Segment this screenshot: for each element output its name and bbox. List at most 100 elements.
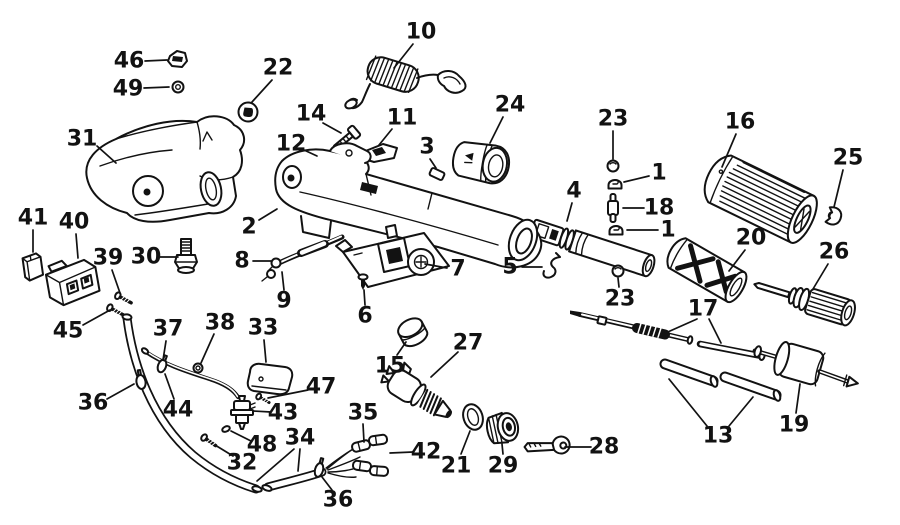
callout-23-10: 23 — [598, 107, 629, 132]
part-bezel-nut — [486, 411, 520, 445]
part-screw-valve — [200, 433, 218, 448]
leader-line-32 — [214, 444, 234, 457]
callout-40-25: 40 — [59, 210, 90, 235]
part-screw-pad — [255, 392, 271, 404]
part-friction-adjuster — [753, 281, 856, 327]
callout-32-50: 32 — [227, 451, 258, 476]
callout-14-5: 14 — [296, 102, 327, 127]
callout-41-24: 41 — [18, 206, 49, 231]
leader-line-26 — [812, 263, 829, 290]
callout-37-44: 37 — [153, 317, 184, 342]
leader-line-43 — [252, 410, 272, 413]
part-grommet — [237, 101, 259, 123]
part-link-rod-front — [570, 310, 694, 345]
part-throttle-shaft — [510, 218, 656, 278]
part-retainer-bottom — [608, 225, 624, 236]
part-pin — [428, 167, 446, 181]
part-choke-cable — [140, 347, 240, 399]
leader-line-13 — [668, 378, 708, 427]
leader-line-49 — [143, 86, 170, 89]
callout-17-21: 17 — [688, 297, 719, 322]
callout-4-16: 4 — [566, 179, 581, 204]
part-steering-arm — [274, 142, 543, 269]
callout-29-38: 29 — [488, 454, 519, 479]
part-tube-rear — [719, 371, 782, 402]
callout-9-31: 9 — [276, 289, 291, 314]
callout-30-28: 30 — [131, 245, 162, 270]
part-tube-front — [659, 358, 719, 388]
callout-7-32: 7 — [450, 257, 465, 282]
callout-11-7: 11 — [387, 106, 418, 131]
callout-49-1: 49 — [113, 77, 144, 102]
part-primer-valve — [230, 395, 256, 430]
leader-line-15 — [396, 341, 407, 356]
callout-18-12: 18 — [644, 196, 675, 221]
leader-line-23 — [617, 277, 620, 288]
leader-line-46 — [144, 59, 168, 62]
leader-line-45 — [82, 309, 111, 326]
part-screw-bracket — [357, 273, 369, 290]
callout-44-46: 44 — [163, 398, 194, 423]
callout-22-2: 22 — [263, 56, 294, 81]
leader-line-44 — [164, 373, 175, 400]
part-throttle-sleeve — [666, 237, 748, 304]
callout-8-30: 8 — [234, 249, 249, 274]
leader-line-48 — [230, 430, 252, 442]
leader-line-42 — [389, 451, 414, 454]
part-cable-grommet — [192, 362, 204, 374]
part-o-ring — [462, 403, 484, 431]
part-key — [523, 435, 571, 455]
leader-line-10 — [393, 43, 414, 69]
callout-1-11: 1 — [651, 161, 666, 186]
callout-46-0: 46 — [114, 49, 145, 74]
leader-line-14 — [322, 122, 342, 134]
callout-25-15: 25 — [833, 146, 864, 171]
leader-line-11 — [378, 128, 393, 146]
part-wiring-harness — [261, 433, 390, 492]
leader-line-27 — [430, 351, 459, 378]
callout-12-6: 12 — [276, 132, 307, 157]
callout-35-41: 35 — [348, 401, 379, 426]
leader-line-25 — [833, 169, 844, 208]
callout-47-48: 47 — [306, 375, 337, 400]
part-detent-ball-top — [606, 159, 620, 173]
leader-line-19 — [795, 383, 801, 414]
callout-33-34: 33 — [248, 316, 279, 341]
callout-2-29: 2 — [241, 215, 256, 240]
leader-line-2 — [258, 208, 278, 221]
part-wire-clip — [542, 252, 561, 279]
leader-line-3 — [429, 158, 437, 169]
callout-45-27: 45 — [53, 319, 84, 344]
callout-16-14: 16 — [725, 110, 756, 135]
leader-line-34 — [297, 448, 301, 472]
leader-line-40 — [75, 233, 79, 259]
callout-28-39: 28 — [589, 435, 620, 460]
leader-line-38 — [200, 333, 215, 364]
callout-20-19: 20 — [736, 226, 767, 251]
leader-line-6 — [363, 289, 366, 306]
callout-10-4: 10 — [406, 20, 437, 45]
leader-line-12 — [303, 149, 318, 157]
leader-line-36 — [321, 476, 333, 491]
leader-line-33 — [263, 339, 267, 363]
leader-line-22 — [251, 79, 273, 103]
part-safety-spring — [344, 55, 467, 110]
leader-line-34 — [256, 448, 295, 482]
part-fuel-hose — [121, 313, 263, 494]
callout-19-23: 19 — [779, 413, 810, 438]
callout-36-51: 36 — [323, 488, 354, 513]
callout-6-33: 6 — [357, 304, 372, 329]
leader-line-17 — [708, 318, 722, 344]
callout-15-35: 15 — [375, 354, 406, 379]
callout-34-42: 34 — [285, 426, 316, 451]
part-screw-small-upper — [114, 291, 133, 305]
part-washer-small — [171, 80, 185, 94]
part-cap-knob — [397, 317, 429, 348]
callout-13-22: 13 — [703, 424, 734, 449]
leader-line-1 — [623, 175, 650, 183]
part-connector-small — [21, 252, 45, 282]
part-bolt — [174, 238, 198, 274]
leader-line-39 — [111, 269, 121, 294]
leader-line-17 — [660, 318, 698, 336]
